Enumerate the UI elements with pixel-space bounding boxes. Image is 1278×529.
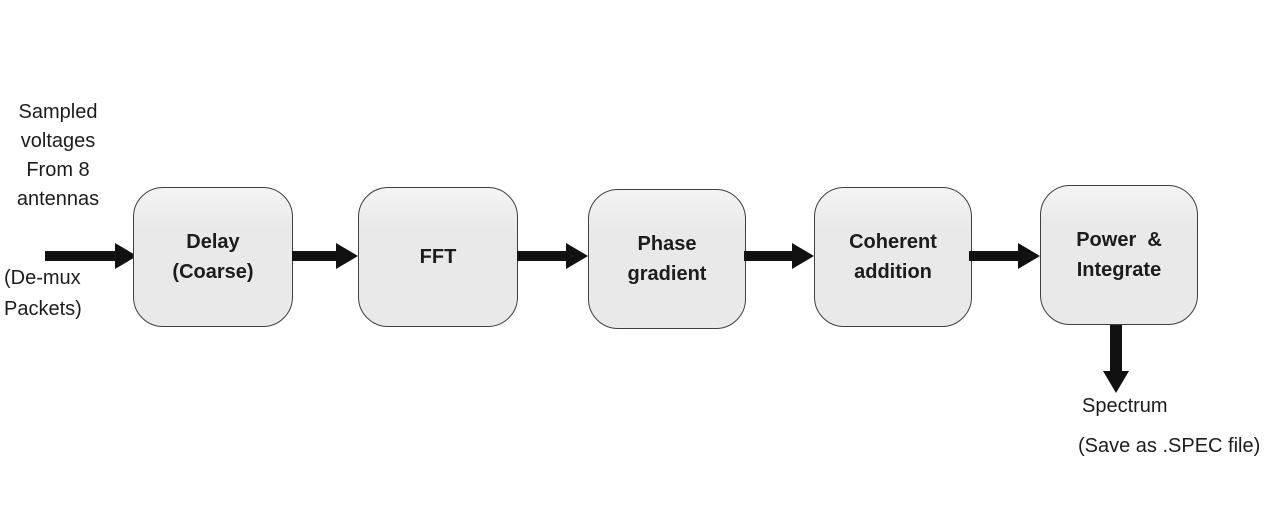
arrow-shaft bbox=[517, 251, 568, 261]
arrow-head-icon bbox=[1018, 243, 1040, 269]
arrow-fft-to-phase-gradient bbox=[517, 243, 588, 269]
arrow-head-icon bbox=[336, 243, 358, 269]
node-label: Delay (Coarse) bbox=[172, 231, 254, 283]
arrow-phase-gradient-to-coherent-addition bbox=[744, 243, 814, 269]
arrow-power-integrate-to-spectrum bbox=[1103, 325, 1129, 393]
output-label: Spectrum bbox=[1082, 395, 1168, 417]
arrow-shaft bbox=[969, 251, 1020, 261]
node-fft: FFT bbox=[358, 187, 518, 327]
arrow-head-icon bbox=[566, 243, 588, 269]
node-delay-coarse: Delay (Coarse) bbox=[133, 187, 293, 327]
output-sublabel: (Save as .SPEC file) bbox=[1078, 435, 1261, 457]
arrow-shaft bbox=[744, 251, 794, 261]
input-sublabel: (De-mux Packets) bbox=[4, 267, 82, 320]
node-label: Power & Integrate bbox=[1076, 229, 1162, 281]
arrow-delay-to-fft bbox=[292, 243, 358, 269]
node-label: Coherent addition bbox=[849, 231, 937, 283]
node-label: FFT bbox=[419, 246, 457, 268]
node-power-integrate: Power & Integrate bbox=[1040, 185, 1198, 325]
node-label: Phase gradient bbox=[627, 233, 707, 285]
arrow-input-to-delay bbox=[45, 243, 137, 269]
node-coherent-addition: Coherent addition bbox=[814, 187, 972, 327]
arrow-coherent-addition-to-power-integrate bbox=[969, 243, 1040, 269]
arrow-head-icon bbox=[1103, 371, 1129, 393]
arrow-shaft bbox=[292, 251, 338, 261]
node-phase-gradient: Phase gradient bbox=[588, 189, 746, 329]
arrow-head-icon bbox=[115, 243, 137, 269]
arrow-head-icon bbox=[792, 243, 814, 269]
arrow-shaft bbox=[1110, 325, 1122, 373]
input-label: Sampled voltages From 8 antennas bbox=[16, 101, 100, 210]
arrow-shaft bbox=[45, 251, 117, 261]
